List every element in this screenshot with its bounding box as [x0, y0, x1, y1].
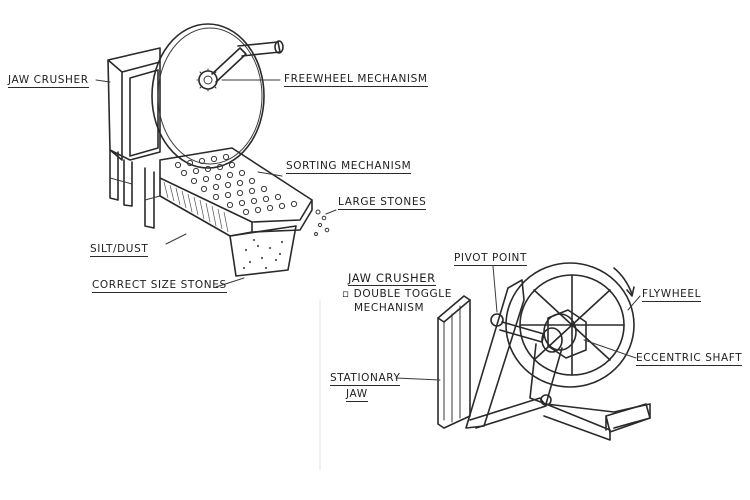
frame-leg-cross: [109, 177, 161, 201]
crank-arm: [211, 47, 247, 83]
left-machine-drawing: [95, 23, 337, 288]
label-right-title: Jaw Crusher: [348, 271, 436, 286]
stationary-jaw: [437, 295, 471, 429]
crusher-disc-rim: [157, 27, 263, 165]
pivot-pin: [490, 313, 504, 327]
label-eccentric-shaft: Eccentric Shaft: [636, 352, 743, 366]
stationary-jaw-top: [437, 299, 471, 323]
frame-leg-front: [109, 149, 119, 201]
rotation-arrowhead: [626, 286, 635, 297]
label-pivot-point: Pivot Point: [454, 252, 528, 266]
flywheel-spokes: [519, 274, 625, 376]
label-stationary: Stationary: [330, 372, 401, 386]
label-flywheel: Flywheel: [642, 288, 702, 302]
sorting-tray-lip: [251, 199, 313, 233]
pitman-arm: [529, 343, 563, 405]
toggle-plate-lower: [469, 397, 547, 429]
label-sorting-mechanism: Sorting Mechanism: [286, 160, 412, 174]
leader-large-stones: [325, 209, 337, 215]
leader-eccentric: [583, 339, 637, 359]
frame-inner-panel: [129, 69, 159, 157]
leader-sorting: [257, 171, 283, 177]
swing-jaw: [465, 279, 525, 429]
leader-correct-size: [215, 277, 245, 288]
label-freewheel-mechanism: Freewheel Mechanism: [284, 73, 428, 87]
label-mechanism: Mechanism: [354, 302, 425, 314]
leader-flywheel: [627, 295, 641, 311]
label-jaw-crusher: Jaw Crusher: [8, 74, 89, 88]
base-foot: [605, 403, 651, 433]
sorting-screen-holes: [174, 153, 298, 216]
frame-leg-center: [144, 167, 155, 229]
label-double-toggle: ▫ Double Toggle: [342, 288, 452, 300]
crusher-frame: [107, 47, 161, 161]
toggle-plate-upper: [499, 321, 545, 343]
crank-handle-end: [274, 40, 284, 54]
label-large-stones: Large Stones: [338, 196, 427, 210]
base-frame: [543, 403, 651, 441]
large-stones-dots: [314, 209, 330, 236]
freewheel-teeth: [196, 68, 220, 92]
leader-silt: [165, 233, 187, 245]
bin-stones-stipple: [242, 238, 284, 270]
eccentric-shaft-body: [547, 309, 587, 359]
label-silt-dust: Silt/Dust: [90, 243, 149, 257]
crank-handle: [237, 41, 281, 57]
crusher-disc: [151, 23, 265, 169]
flywheel-outer: [505, 262, 635, 388]
freewheel-hub: [203, 75, 213, 85]
rotation-arrow: [613, 267, 633, 295]
right-machine-drawing: [395, 262, 651, 441]
label-jaw: Jaw: [346, 388, 368, 402]
leader-stationary: [395, 377, 441, 381]
stationary-jaw-face: [443, 305, 461, 423]
tray-side-hatching: [163, 181, 229, 233]
label-correct-size-stones: Correct Size Stones: [92, 279, 227, 293]
stone-collection-bin: [229, 225, 297, 277]
leader-jaw-crusher: [95, 79, 111, 83]
leader-pivot: [492, 265, 498, 313]
